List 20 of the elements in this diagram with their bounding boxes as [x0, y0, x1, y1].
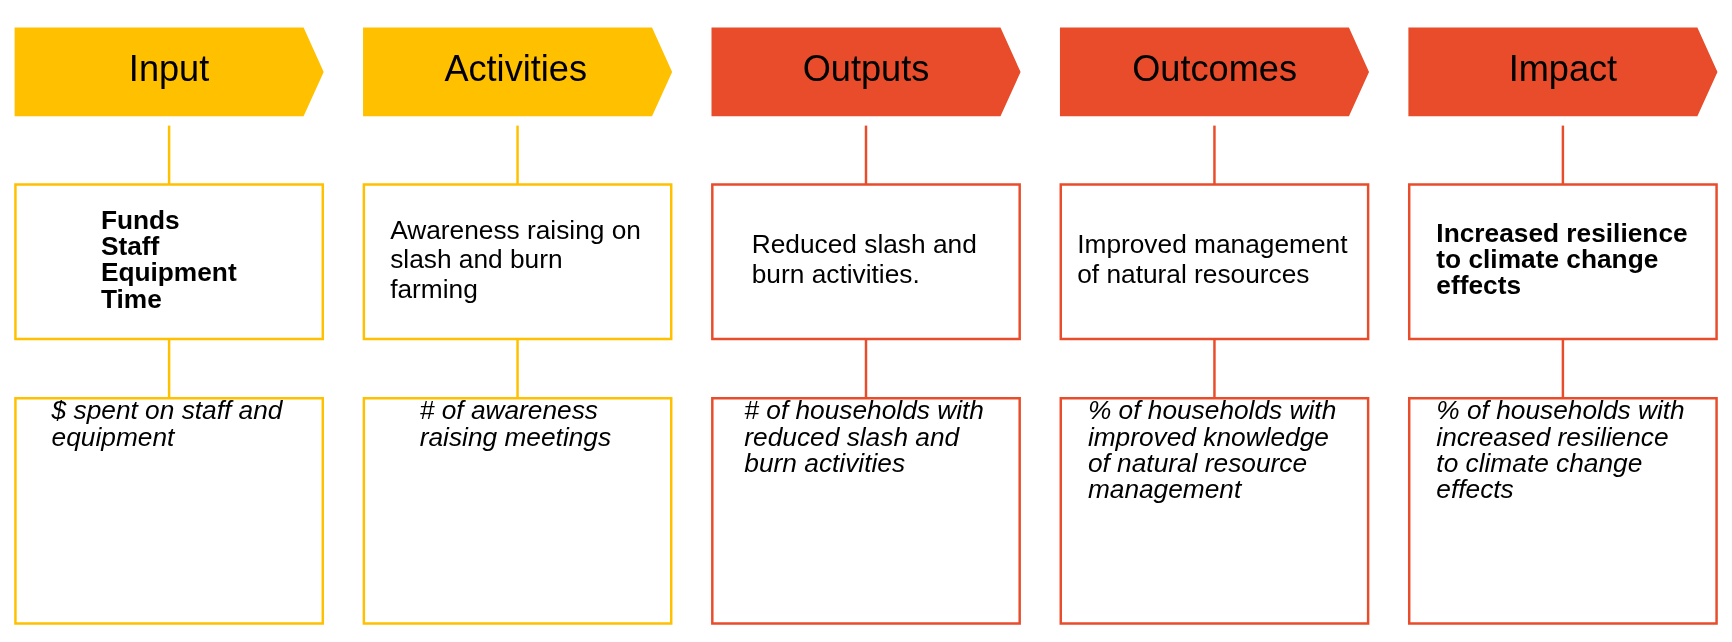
node-box: Increased resilience to climate change effects — [1408, 183, 1718, 341]
node-box: # of awareness raising meetings — [362, 397, 673, 625]
node-box: $ spent on staff and equipment — [14, 397, 324, 625]
node-box: Reduced slash and burn activities. — [711, 183, 1021, 341]
node-box: % of households with increased resilience to climate change effects — [1408, 397, 1718, 625]
connector — [516, 339, 519, 399]
connector — [167, 125, 171, 185]
connector — [1213, 339, 1216, 399]
connector — [1561, 339, 1565, 399]
node-box: # of households with reduced slash and burn activities — [711, 397, 1021, 625]
connector — [864, 339, 868, 399]
connector — [1213, 125, 1216, 185]
node-box: Awareness raising on slash and burn farming — [362, 183, 673, 341]
node-box: Improved management of natural resources — [1059, 183, 1370, 341]
node-box: % of households with improved knowledge of natural resource management — [1059, 397, 1370, 625]
connector — [1561, 125, 1565, 185]
connector — [167, 339, 171, 399]
node-box: Funds Staff Equipment Time — [14, 183, 324, 341]
connector — [516, 125, 519, 185]
connector — [864, 125, 868, 185]
